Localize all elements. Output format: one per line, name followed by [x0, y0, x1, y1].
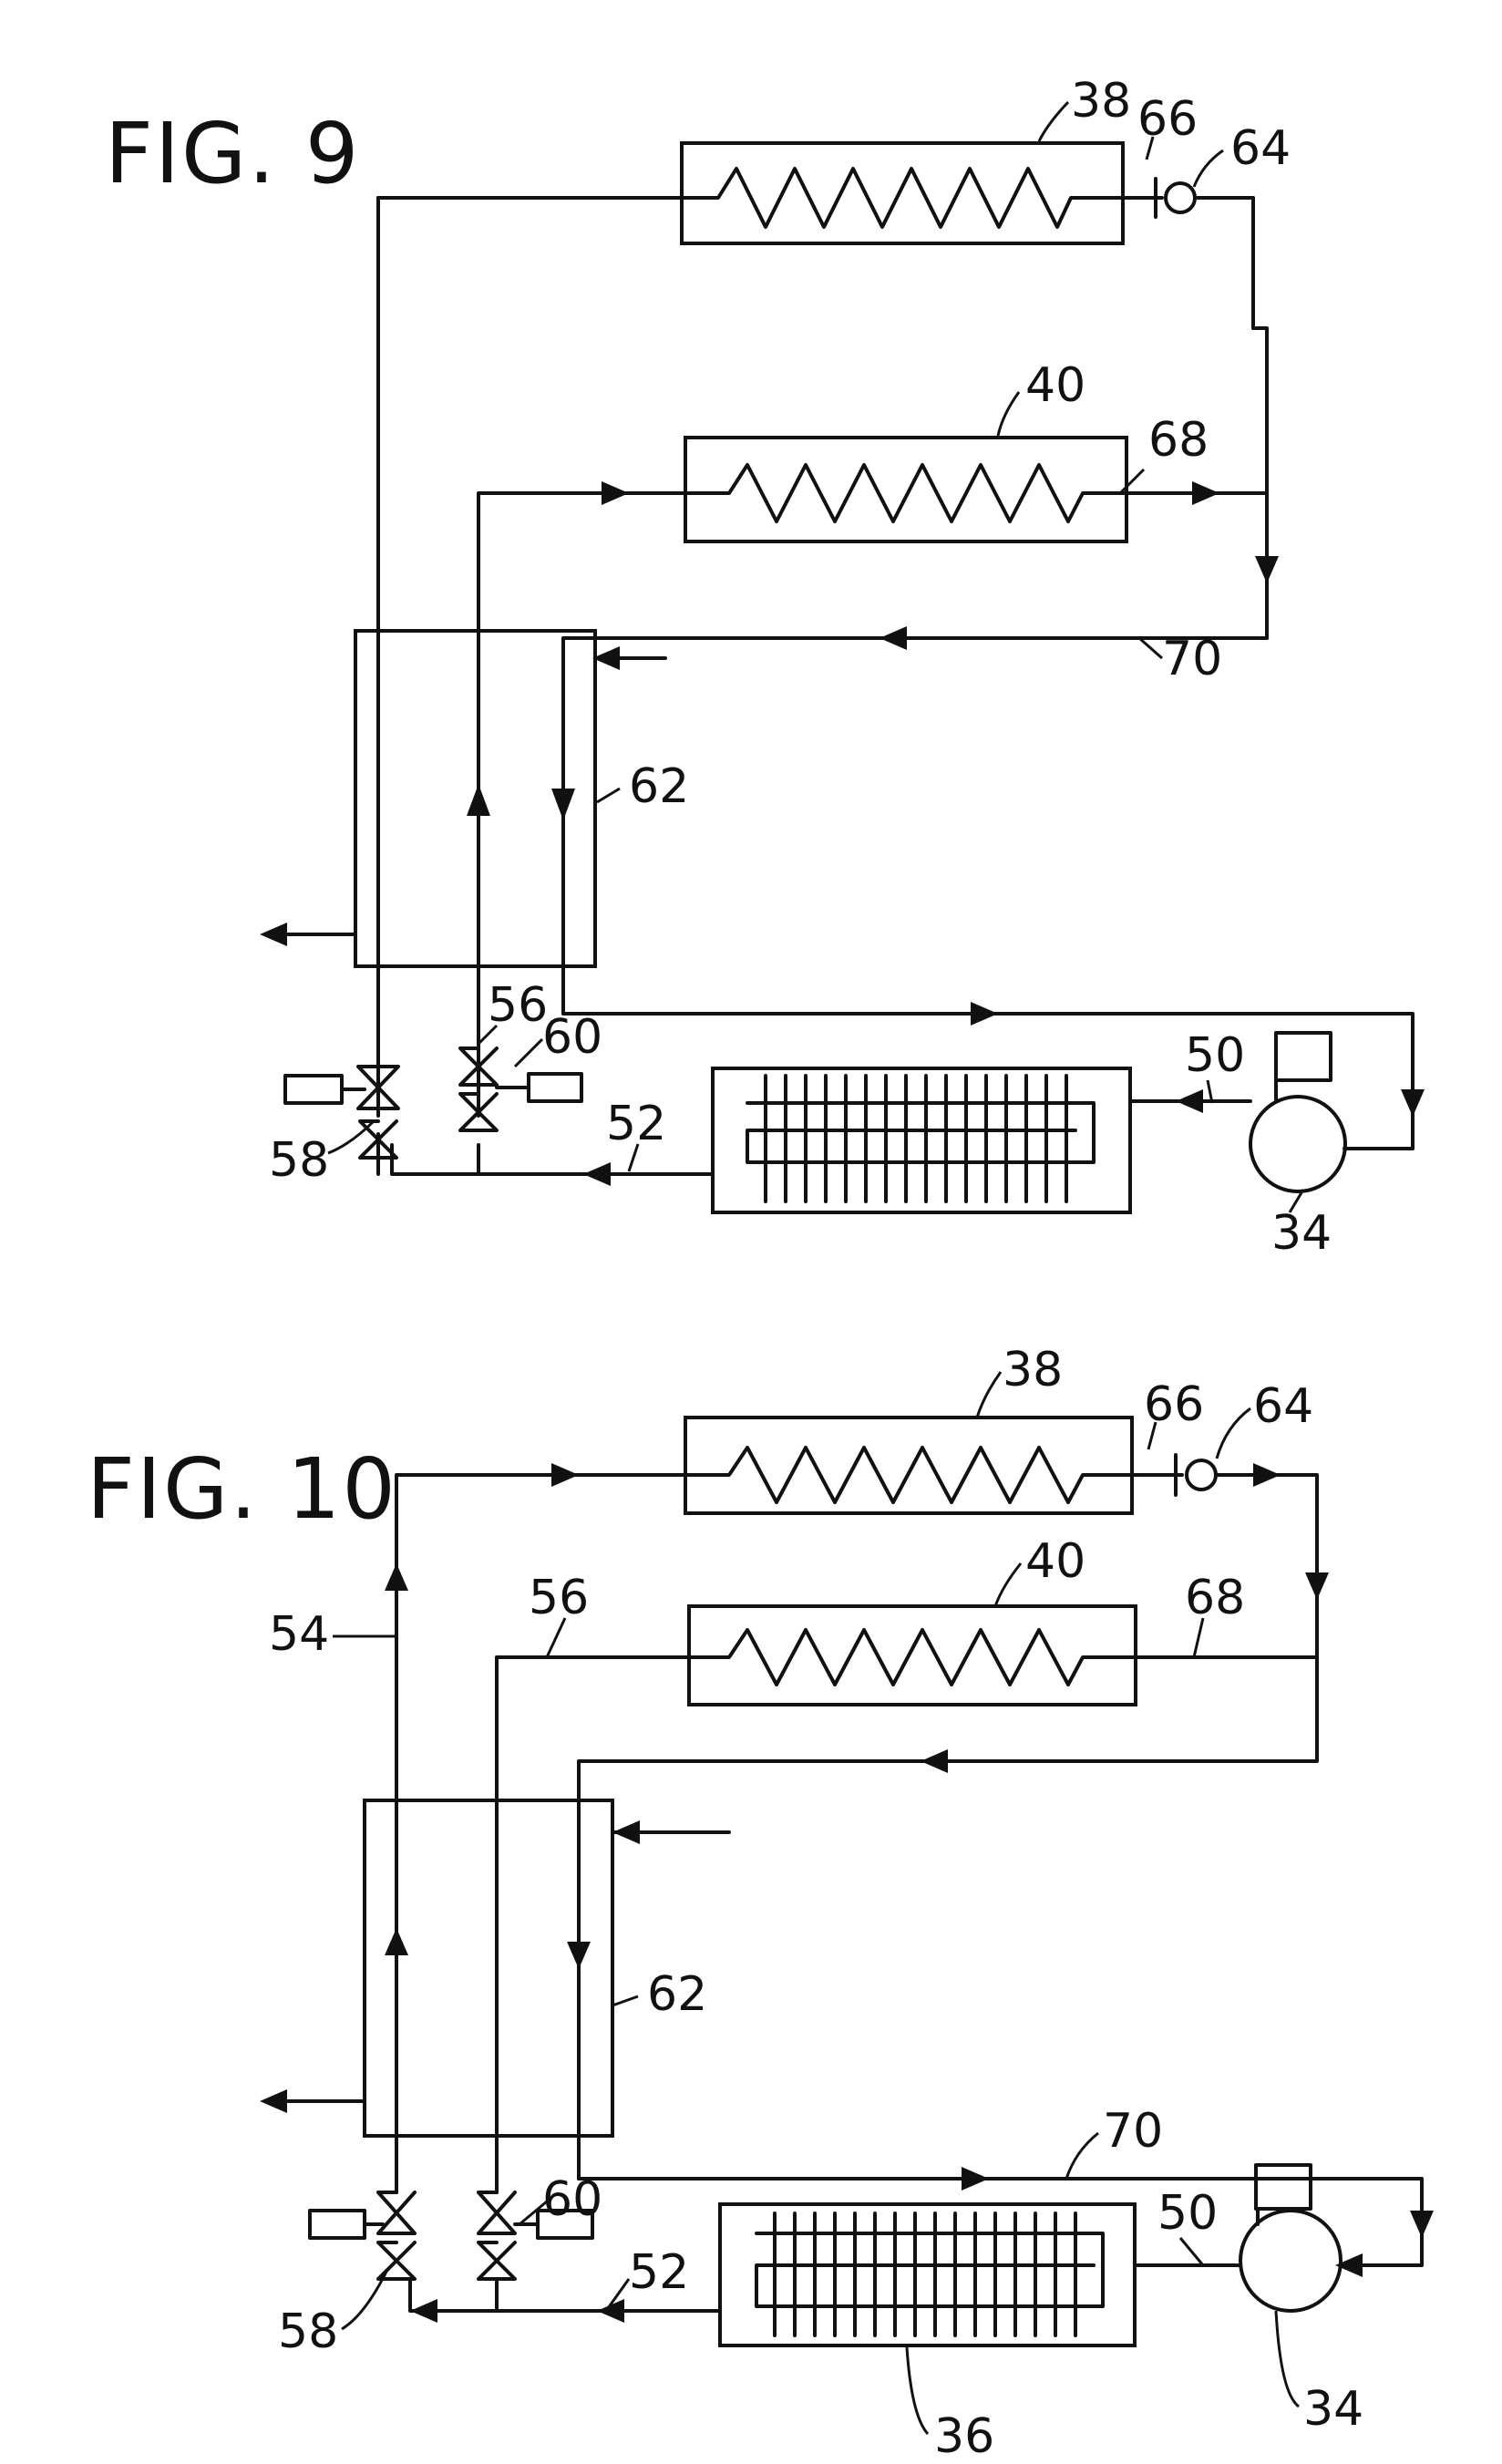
ref-56: 56 [529, 1571, 589, 1625]
ref-64: 64 [1253, 1379, 1313, 1434]
condenser-coil-38 [378, 143, 1162, 243]
ref-68: 68 [1185, 1571, 1245, 1625]
ref-64: 64 [1230, 121, 1291, 176]
figure-9-title: FIG. 9 [105, 105, 360, 202]
ref-62: 62 [647, 1967, 707, 2022]
ref-68: 68 [1148, 413, 1209, 468]
ref-70: 70 [1162, 632, 1222, 686]
ref-60: 60 [542, 2172, 602, 2227]
ref-56: 56 [488, 978, 548, 1033]
ref-66: 66 [1137, 92, 1198, 147]
ref-66: 66 [1144, 1377, 1204, 1432]
figure-10-title: FIG. 10 [87, 1440, 397, 1538]
finned-condenser-36 [720, 2204, 1135, 2345]
figure-9: FIG. 9 [105, 74, 1425, 1261]
ref-62: 62 [629, 759, 689, 814]
figure-10: FIG. 10 [87, 1343, 1434, 2464]
ref-34: 34 [1303, 2382, 1363, 2437]
return-line-70 [563, 638, 1267, 1014]
ref-50: 50 [1157, 2186, 1218, 2241]
ref-40: 40 [1025, 358, 1085, 413]
ref-36: 36 [934, 2409, 994, 2464]
ref-58: 58 [278, 2304, 338, 2359]
ref-52: 52 [606, 1097, 666, 1151]
finned-condenser-36 [713, 1068, 1130, 1212]
compressor-34 [1250, 1033, 1345, 1191]
ref-54: 54 [269, 1607, 329, 1662]
return-line-right [1253, 328, 1267, 638]
ref-38: 38 [1071, 74, 1131, 129]
compressor-34 [1240, 2165, 1341, 2311]
ref-40: 40 [1025, 1534, 1085, 1589]
heat-exchanger-62 [365, 1800, 612, 2136]
ref-38: 38 [1003, 1343, 1063, 1397]
figure-9-leader-lines [328, 102, 1303, 1212]
check-valve-64 [1156, 179, 1253, 328]
ref-50: 50 [1185, 1028, 1245, 1083]
ref-58: 58 [269, 1133, 329, 1188]
ref-34: 34 [1271, 1206, 1332, 1261]
evaporator-coil-40 [478, 438, 1265, 583]
ref-52: 52 [629, 2245, 689, 2300]
solenoid-valve-58 [310, 2192, 415, 2279]
ref-60: 60 [542, 1010, 602, 1065]
check-valve-64 [567, 1455, 1329, 2179]
evaporator-coil-40 [497, 1606, 1317, 2192]
ref-70: 70 [1103, 2104, 1163, 2159]
